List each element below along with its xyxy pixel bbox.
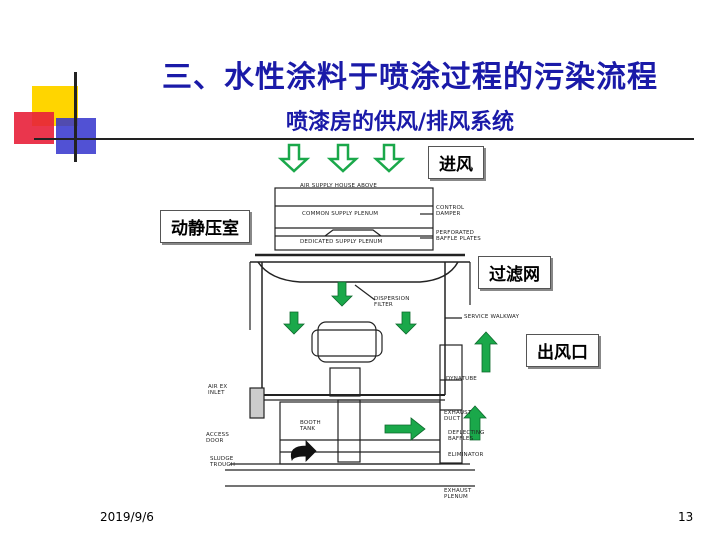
text-dedicated-supply: DEDICATED SUPPLY PLENUM — [300, 239, 383, 245]
intake-arrows — [277, 143, 406, 173]
text-air-ex-inlet: AIR EX INLET — [208, 384, 228, 396]
text-air-supply-house: AIR SUPPLY HOUSE ABOVE — [300, 183, 378, 189]
text-dispersion-filter: DISPERSION FILTER — [374, 296, 410, 308]
text-eliminator: ELIMINATOR — [448, 452, 484, 458]
intake-arrow-2 — [326, 143, 360, 173]
text-control-damper: CONTROL DAMPER — [436, 205, 465, 217]
text-booth-tank: BOOTH TANK — [300, 420, 321, 432]
flow-arrows — [283, 281, 498, 462]
text-deflecting-baffles: DEFLECTING BAFFLES — [448, 430, 485, 442]
label-filter: 过滤网 — [478, 256, 551, 289]
down-arrow-center — [331, 281, 353, 307]
text-access-door: ACCESS DOOR — [206, 432, 230, 444]
text-perforated-baffle: PERFORATED BAFFLE PLATES — [436, 230, 481, 242]
label-outlet: 出风口 — [526, 334, 599, 367]
up-right-arrow — [463, 405, 487, 441]
intake-arrow-1 — [277, 143, 311, 173]
down-arrow-left — [283, 311, 305, 335]
text-common-supply: COMMON SUPPLY PLENUM — [302, 211, 379, 217]
text-dynatube: DYNATUBE — [446, 376, 477, 382]
footer-date: 2019/9/6 — [100, 510, 154, 524]
text-sludge-trough: SLUDGE TROUGH — [210, 456, 236, 468]
label-intake: 进风 — [428, 146, 484, 179]
curved-arrow — [290, 440, 317, 462]
intake-arrow-3 — [372, 143, 406, 173]
text-exhaust-duct: EXHAUST DUCT — [444, 410, 472, 422]
decor-horizontal-line — [34, 138, 694, 140]
decor-vertical-line — [74, 72, 77, 162]
down-arrow-right — [395, 311, 417, 335]
slide-title: 三、水性涂料于喷涂过程的污染流程 — [162, 60, 658, 95]
label-plenum: 动静压室 — [160, 210, 250, 243]
up-arrow-outlet — [474, 331, 498, 373]
text-exhaust-plenum: EXHAUST PLENUM — [444, 488, 472, 500]
footer-page-number: 13 — [678, 510, 694, 524]
right-arrow-exhaust — [384, 417, 426, 441]
text-service-walkway: SERVICE WALKWAY — [464, 314, 520, 320]
booth-structure — [225, 187, 475, 487]
slide-subtitle: 喷漆房的供风/排风系统 — [285, 110, 515, 135]
